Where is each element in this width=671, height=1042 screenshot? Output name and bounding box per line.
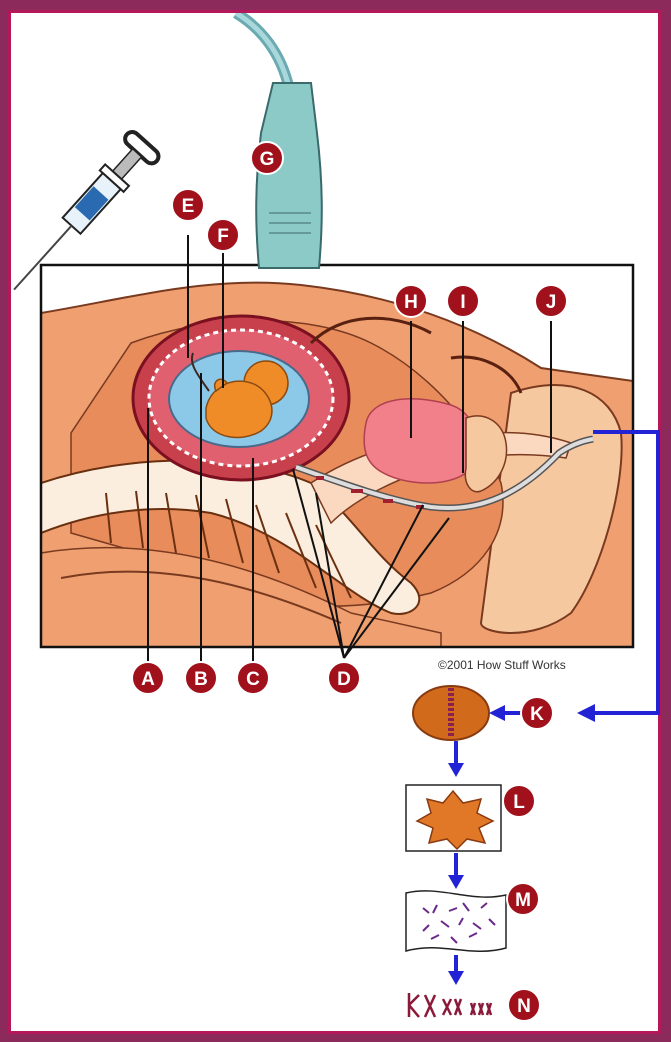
cell-culture [406, 785, 501, 851]
ultrasound-probe [236, 13, 322, 268]
svg-text:M: M [515, 890, 531, 911]
label-E: E [172, 189, 204, 221]
label-J: J [535, 285, 567, 317]
svg-text:H: H [404, 292, 418, 313]
label-A: A [132, 662, 164, 694]
svg-text:E: E [182, 196, 195, 217]
bladder [364, 399, 476, 483]
label-B: B [185, 662, 217, 694]
svg-text:J: J [546, 292, 557, 313]
svg-text:F: F [217, 226, 229, 247]
diagram-frame: ©2001 How Stuff Works A B C D E F G [8, 10, 661, 1034]
svg-text:N: N [517, 996, 531, 1017]
tissue-sample [413, 686, 489, 740]
svg-text:I: I [460, 292, 465, 313]
probe-body [256, 83, 322, 268]
svg-text:A: A [141, 669, 155, 690]
svg-text:B: B [194, 669, 208, 690]
probe-cable [236, 13, 289, 88]
label-K: K [521, 697, 553, 729]
label-L: L [503, 785, 535, 817]
cross-section-panel [41, 265, 633, 647]
label-H: H [395, 285, 427, 317]
svg-text:K: K [530, 704, 544, 725]
copyright-text: ©2001 How Stuff Works [438, 658, 566, 672]
cvs-procedure-diagram: ©2001 How Stuff Works A B C D E F G [11, 13, 664, 1037]
label-G: G [251, 142, 283, 174]
label-M: M [507, 883, 539, 915]
svg-text:G: G [260, 149, 275, 170]
chromosome-pairs [409, 993, 491, 1017]
svg-text:D: D [337, 669, 351, 690]
label-N: N [508, 989, 540, 1021]
svg-text:C: C [246, 669, 260, 690]
label-C: C [237, 662, 269, 694]
karyotype-sheet [406, 891, 506, 951]
svg-text:L: L [513, 792, 525, 813]
label-D: D [328, 662, 360, 694]
label-F: F [207, 219, 239, 251]
label-I: I [447, 285, 479, 317]
